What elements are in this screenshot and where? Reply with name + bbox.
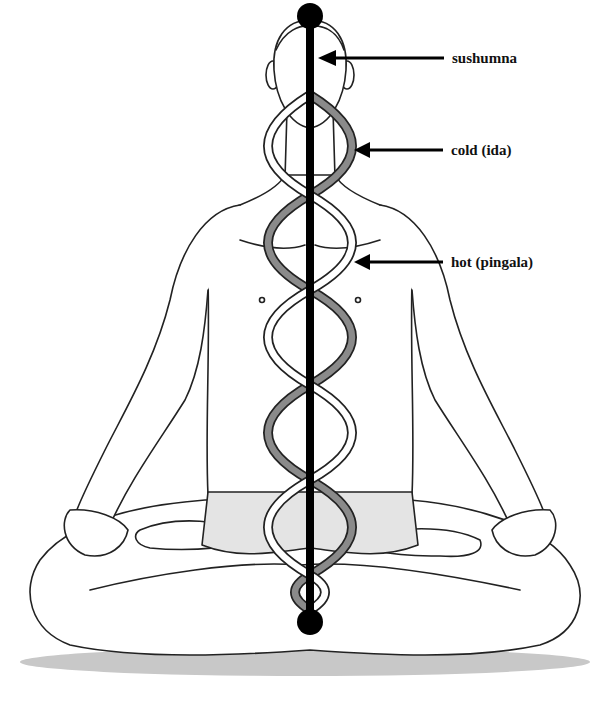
- channel-label: sushumna: [452, 49, 517, 67]
- left-hand: [64, 510, 128, 556]
- leader-line: [366, 149, 443, 152]
- right-hand: [492, 510, 556, 556]
- nipple: [260, 298, 265, 303]
- channel-label: hot (pingala): [451, 253, 533, 271]
- arrowhead: [354, 142, 370, 158]
- base-dot: [297, 609, 323, 635]
- nipple: [356, 298, 361, 303]
- right-arm: [380, 205, 545, 525]
- leader-line: [332, 57, 444, 60]
- channel-label: cold (ida): [451, 141, 511, 159]
- ground-shadow: [20, 648, 590, 676]
- leader-line: [366, 261, 443, 264]
- sushumna-channel: [306, 16, 314, 622]
- arrowhead: [354, 254, 370, 270]
- left-arm: [75, 205, 240, 525]
- crown-dot: [297, 3, 323, 29]
- arrowhead: [318, 50, 336, 66]
